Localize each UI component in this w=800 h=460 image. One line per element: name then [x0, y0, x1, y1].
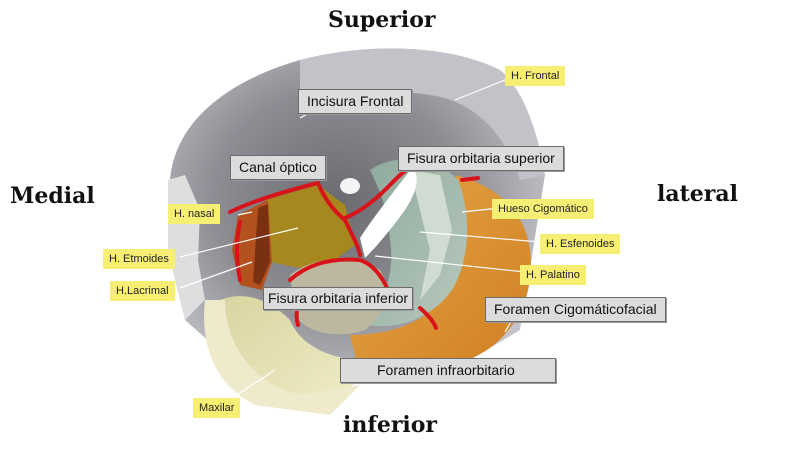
- leader-maxilar: [231, 369, 276, 399]
- label-fisura-superior: Fisura orbitaria superior: [398, 146, 564, 171]
- leader-cigomaticofacial: [504, 319, 513, 333]
- leader-etmoides: [179, 227, 299, 258]
- leader-esfenoides: [419, 231, 541, 243]
- suture-lacrimal: [235, 220, 242, 282]
- label-h-palatino: H. Palatino: [520, 265, 586, 285]
- suture-lines: [228, 166, 480, 330]
- lacrimal-dark-strip: [253, 204, 270, 285]
- suture-zygomatic-top: [460, 176, 480, 182]
- leader-palatino: [374, 255, 526, 273]
- label-foramen-infraorbitario: Foramen infraorbitario: [340, 358, 556, 383]
- label-inferior: inferior: [343, 412, 438, 438]
- suture-superior-fissure: [343, 166, 412, 220]
- label-medial: Medial: [10, 183, 95, 209]
- leader-frontal: [454, 77, 511, 101]
- label-h-etmoides: H. Etmoides: [103, 249, 175, 269]
- label-foramen-cigomaticofacial: Foramen Cigomáticofacial: [485, 297, 666, 322]
- label-hueso-cigomatico: Hueso Cigomático: [492, 199, 594, 219]
- label-h-lacrimal: H.Lacrimal: [110, 281, 175, 301]
- cigomatico-bone-region: [350, 175, 531, 376]
- leader-nasal: [237, 211, 253, 216]
- suture-floor-right: [418, 306, 438, 330]
- fisura-superior-opening: [360, 168, 417, 258]
- frontal-bone-outer-band: [300, 48, 545, 181]
- suture-inferior-fissure: [288, 257, 394, 302]
- label-incisura-frontal: Incisura Frontal: [298, 89, 413, 114]
- suture-optic: [316, 181, 362, 257]
- label-h-nasal: H. nasal: [168, 204, 221, 224]
- label-lateral: lateral: [657, 181, 738, 207]
- label-superior: Superior: [328, 7, 436, 33]
- label-fisura-inferior: Fisura orbitaria inferior: [263, 287, 414, 310]
- label-h-esfenoides: H. Esfenoides: [540, 234, 621, 254]
- suture-medial: [228, 181, 320, 214]
- maxilar-lower: [204, 300, 360, 415]
- label-h-frontal: H. Frontal: [505, 66, 566, 86]
- leader-lacrimal: [179, 261, 253, 289]
- label-canal-optico: Canal óptico: [230, 155, 326, 180]
- esfenoides-highlight: [410, 170, 452, 300]
- canal-optico-opening: [340, 178, 360, 194]
- label-maxilar: Maxilar: [193, 398, 241, 418]
